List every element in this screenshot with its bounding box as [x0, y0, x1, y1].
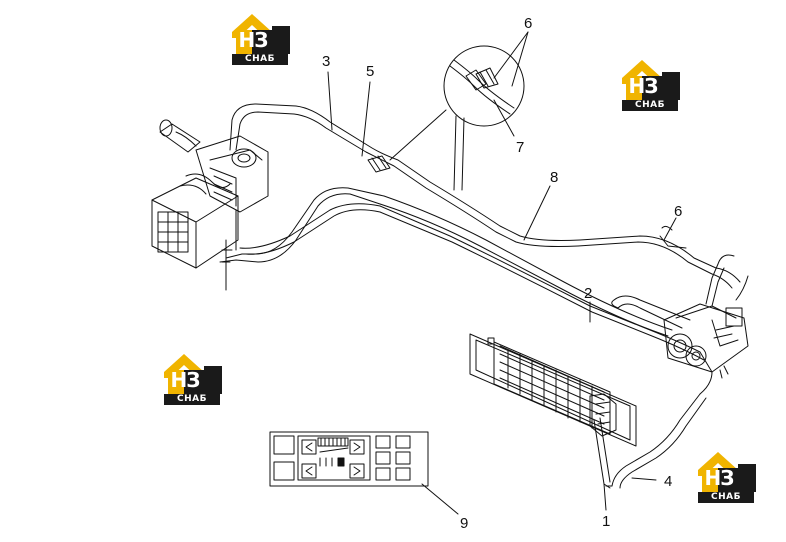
watermark-logo-bottom-right: НЗ СНАБ [694, 450, 758, 504]
leader-lines [327, 31, 677, 515]
watermark-logo-top-left: НЗ СНАБ [228, 12, 292, 66]
callout-5: 5 [366, 63, 374, 80]
callout-labels: 3 5 6 7 8 6 2 4 1 9 [322, 15, 682, 532]
house-logo-icon [164, 354, 222, 394]
house-logo-icon [698, 452, 756, 492]
logo-sub-text: СНАБ [232, 54, 288, 65]
watermark-logo-mid-left: НЗ СНАБ [160, 352, 224, 406]
watermark-logo-top-right: НЗ СНАБ [618, 58, 682, 112]
callout-8: 8 [550, 169, 558, 186]
pipe-connector [367, 155, 391, 173]
logo-main-text: НЗ [170, 368, 201, 392]
detail-magnifier [389, 45, 525, 191]
refrigerant-lines [219, 103, 741, 489]
evaporator-unit [151, 119, 269, 291]
callout-2: 2 [584, 285, 592, 302]
callout-9: 9 [460, 515, 468, 532]
callout-6-top: 6 [524, 15, 532, 32]
callout-4: 3 [322, 53, 330, 70]
condenser [469, 333, 637, 447]
house-logo-icon [622, 60, 680, 100]
logo-sub-text: СНАБ [622, 100, 678, 111]
logo-sub-text: СНАБ [698, 492, 754, 503]
callout-6-right: 6 [674, 203, 682, 220]
logo-sub-text: СНАБ [164, 394, 220, 405]
logo-main-text: НЗ [238, 28, 269, 52]
control-panel [269, 431, 429, 487]
compressor-unit [611, 225, 749, 379]
logo-main-text: НЗ [704, 466, 735, 490]
callout-7: 7 [516, 139, 524, 156]
logo-main-text: НЗ [628, 74, 659, 98]
callout-3: 4 [664, 473, 672, 490]
house-logo-icon [232, 14, 290, 54]
callout-1: 1 [602, 513, 610, 530]
